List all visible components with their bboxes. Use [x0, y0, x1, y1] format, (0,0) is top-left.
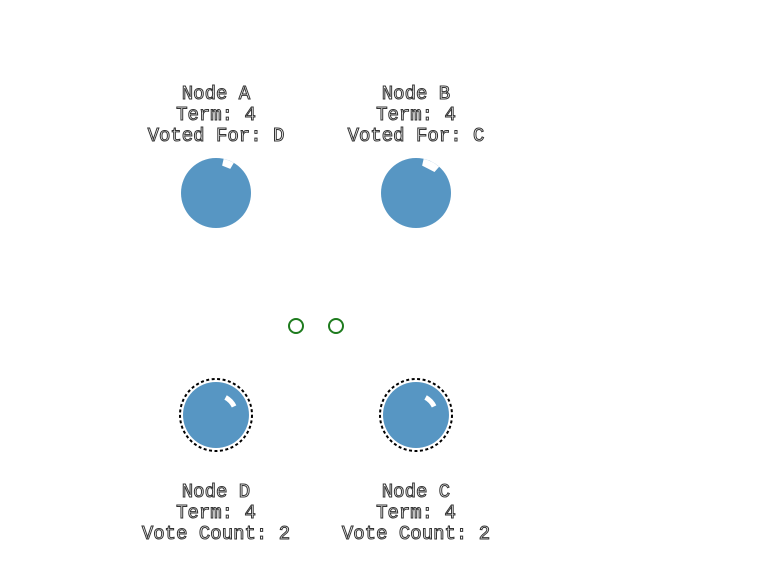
node-c-term: Term: 4 — [376, 502, 456, 524]
node-c-circle[interactable] — [383, 382, 449, 448]
node-b-name: Node B — [382, 83, 450, 105]
rpc-message-2 — [328, 318, 344, 334]
node-a-circle[interactable] — [181, 158, 251, 228]
node-d-term: Term: 4 — [176, 502, 256, 524]
rpc-message-1 — [288, 318, 304, 334]
node-a-election-timer — [222, 158, 234, 169]
node-b[interactable]: Node B Term: 4 Voted For: C — [347, 83, 485, 228]
node-d-vote-count: Vote Count: 2 — [142, 523, 290, 545]
node-d-candidate-ring — [179, 378, 253, 452]
node-a-voted-for: Voted For: D — [148, 125, 285, 147]
node-b-circle[interactable] — [381, 158, 451, 228]
node-b-term: Term: 4 — [376, 104, 456, 126]
node-c-name: Node C — [382, 481, 450, 503]
node-d-name: Node D — [182, 481, 250, 503]
node-a-name: Node A — [182, 83, 251, 105]
node-d-circle[interactable] — [183, 382, 249, 448]
node-a[interactable]: Node A Term: 4 Voted For: D — [147, 83, 285, 228]
node-d-election-timer — [224, 395, 237, 408]
node-c[interactable]: Node C Term: 4 Vote Count: 2 — [341, 378, 491, 546]
node-c-vote-count: Vote Count: 2 — [342, 523, 490, 545]
node-c-election-timer — [424, 395, 437, 408]
node-b-voted-for: Voted For: C — [348, 125, 485, 147]
node-d[interactable]: Node D Term: 4 Vote Count: 2 — [141, 378, 291, 546]
node-a-term: Term: 4 — [176, 104, 256, 126]
node-c-candidate-ring — [379, 378, 453, 452]
node-b-election-timer — [422, 158, 440, 172]
